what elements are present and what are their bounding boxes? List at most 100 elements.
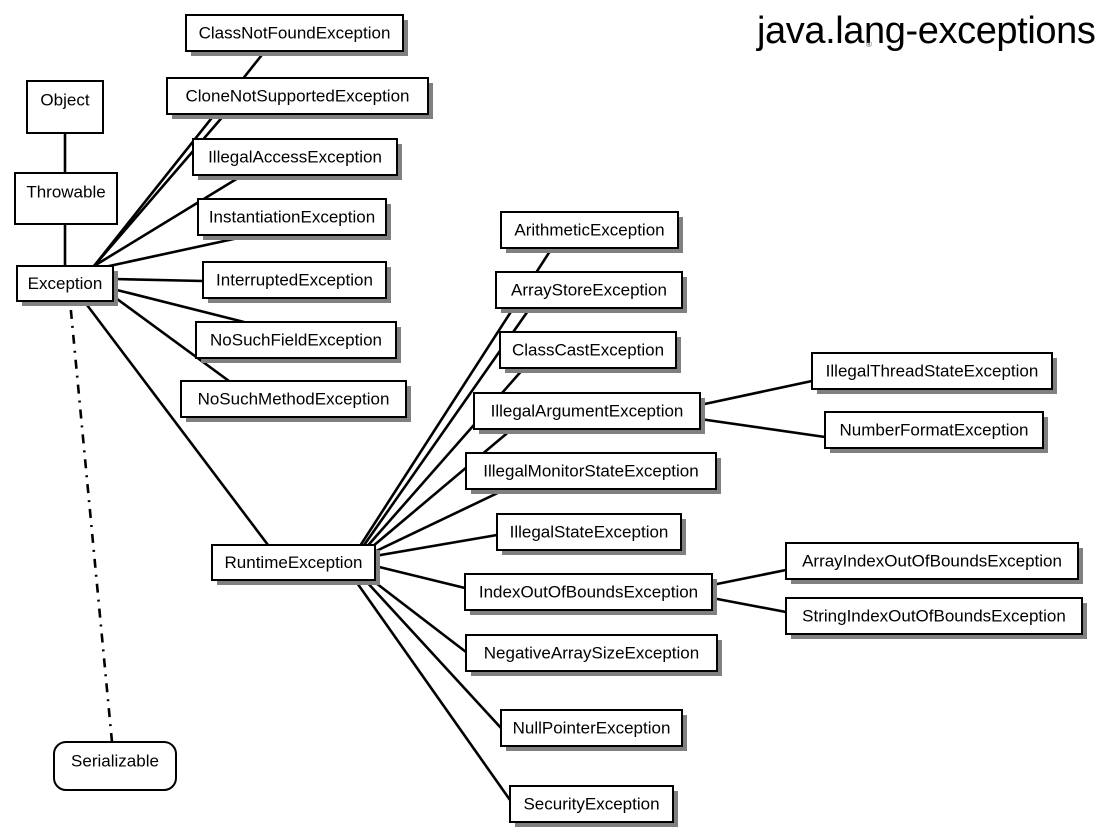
node-box[interactable] xyxy=(496,513,682,551)
class-node-nullpointer[interactable]: NullPointerException xyxy=(500,709,687,751)
node-box[interactable] xyxy=(53,741,177,791)
node-box[interactable] xyxy=(785,542,1079,580)
class-node-stringindexoutofbounds[interactable]: StringIndexOutOfBoundsException xyxy=(785,597,1087,639)
node-label-throwable: Throwable xyxy=(26,182,105,201)
node-label-stringindexoutofbounds: StringIndexOutOfBoundsException xyxy=(802,606,1066,625)
node-label-indexoutofbounds: IndexOutOfBoundsException xyxy=(479,582,698,601)
edge-runtime-to-illegalstate xyxy=(374,533,498,558)
node-box[interactable] xyxy=(824,411,1044,449)
edge-runtime-to-illegalmonitorstate xyxy=(369,487,507,556)
class-node-illegalthreadstate[interactable]: IllegalThreadStateException xyxy=(811,352,1057,394)
node-label-numberformat: NumberFormatException xyxy=(840,420,1029,439)
class-node-illegalargument[interactable]: IllegalArgumentException xyxy=(473,392,705,434)
node-box[interactable] xyxy=(180,380,407,418)
node-box[interactable] xyxy=(197,198,387,236)
node-box[interactable] xyxy=(16,265,114,302)
node-box[interactable] xyxy=(495,271,683,309)
node-box[interactable] xyxy=(500,709,683,747)
edge-exception-to-nosuchfield xyxy=(112,287,245,324)
node-label-nosuchmethod: NoSuchMethodException xyxy=(198,389,390,408)
node-box[interactable] xyxy=(509,785,674,823)
node-box[interactable] xyxy=(500,211,679,249)
node-label-illegalaccess: IllegalAccessException xyxy=(208,147,382,166)
node-label-interrupted: InterruptedException xyxy=(216,270,373,289)
node-box[interactable] xyxy=(195,321,397,359)
class-node-interrupted[interactable]: InterruptedException xyxy=(202,261,391,303)
class-node-classnotfound[interactable]: ClassNotFoundException xyxy=(185,14,408,56)
node-label-clonenotsupported: CloneNotSupportedException xyxy=(186,86,410,105)
node-box[interactable] xyxy=(464,573,713,611)
class-node-exception[interactable]: Exception xyxy=(16,265,118,306)
class-node-illegalmonitorstate[interactable]: IllegalMonitorStateException xyxy=(465,452,721,494)
class-node-security[interactable]: SecurityException xyxy=(509,785,678,827)
node-box[interactable] xyxy=(166,77,429,115)
class-node-classcast[interactable]: ClassCastException xyxy=(499,331,681,373)
node-label-arrayindexoutofbounds: ArrayIndexOutOfBoundsException xyxy=(802,551,1062,570)
node-label-instantiation: InstantiationException xyxy=(209,207,375,226)
node-box[interactable] xyxy=(211,544,376,581)
edge-indexoutofbounds-to-stringindexoutofbounds xyxy=(711,596,787,614)
node-box[interactable] xyxy=(465,452,717,490)
node-label-serializable: Serializable xyxy=(71,751,159,770)
node-box[interactable] xyxy=(465,634,718,672)
class-node-runtime[interactable]: RuntimeException xyxy=(211,544,380,585)
page-title: java.lang-exceptions xyxy=(757,10,1096,52)
node-box[interactable] xyxy=(26,80,104,134)
edge-runtime-to-illegalargument xyxy=(365,428,513,553)
edge-runtime-to-security xyxy=(353,579,512,801)
class-node-arraystore[interactable]: ArrayStoreException xyxy=(495,271,687,313)
node-box[interactable] xyxy=(473,392,701,430)
node-label-arithmetic: ArithmeticException xyxy=(514,220,664,239)
node-box[interactable] xyxy=(499,331,677,369)
class-node-serializable[interactable]: Serializable xyxy=(53,741,177,791)
node-label-exception: Exception xyxy=(28,274,103,293)
edge-exception-to-instantiation xyxy=(99,233,253,270)
class-node-clonenotsupported[interactable]: CloneNotSupportedException xyxy=(166,77,433,119)
registered-trademark-icon: ® xyxy=(866,40,872,49)
class-node-negativearraysize[interactable]: NegativeArraySizeException xyxy=(465,634,722,676)
node-label-illegalthreadstate: IllegalThreadStateException xyxy=(826,361,1039,380)
node-label-runtime: RuntimeException xyxy=(225,553,363,572)
node-box[interactable] xyxy=(811,352,1053,390)
edge-indexoutofbounds-to-arrayindexoutofbounds xyxy=(711,568,787,587)
edge-illegalargument-to-illegalthreadstate xyxy=(699,379,813,407)
node-label-illegalargument: IllegalArgumentException xyxy=(491,401,684,420)
edge-runtime-to-indexoutofbounds xyxy=(374,564,466,590)
edge-runtime-to-negativearraysize xyxy=(371,578,467,654)
node-box[interactable] xyxy=(185,14,404,52)
class-node-numberformat[interactable]: NumberFormatException xyxy=(824,411,1048,453)
node-box[interactable] xyxy=(192,138,398,176)
edge-exception-to-nosuchmethod xyxy=(112,294,230,383)
class-node-throwable[interactable]: Throwable xyxy=(14,172,118,225)
class-node-indexoutofbounds[interactable]: IndexOutOfBoundsException xyxy=(464,573,717,615)
node-label-nosuchfield: NoSuchFieldException xyxy=(210,330,382,349)
node-box[interactable] xyxy=(14,172,118,225)
class-node-illegalstate[interactable]: IllegalStateException xyxy=(496,513,686,555)
node-box[interactable] xyxy=(785,597,1083,635)
edge-exception-to-interrupted xyxy=(112,277,204,283)
edge-exception-to-runtime xyxy=(82,300,270,546)
class-node-nosuchmethod[interactable]: NoSuchMethodException xyxy=(180,380,411,422)
node-label-classcast: ClassCastException xyxy=(512,340,664,359)
class-node-object[interactable]: Object xyxy=(26,80,104,134)
node-label-negativearraysize: NegativeArraySizeException xyxy=(484,643,699,662)
edge-exception-to-serializable xyxy=(68,300,114,743)
node-label-nullpointer: NullPointerException xyxy=(513,718,671,737)
class-node-arithmetic[interactable]: ArithmeticException xyxy=(500,211,683,253)
edge-illegalargument-to-numberformat xyxy=(699,417,826,439)
class-node-nosuchfield[interactable]: NoSuchFieldException xyxy=(195,321,401,363)
class-node-arrayindexoutofbounds[interactable]: ArrayIndexOutOfBoundsException xyxy=(785,542,1083,584)
class-node-instantiation[interactable]: InstantiationException xyxy=(197,198,391,240)
node-label-arraystore: ArrayStoreException xyxy=(511,280,667,299)
edge-exception-to-illegalaccess xyxy=(93,173,244,268)
node-label-security: SecurityException xyxy=(523,794,659,813)
node-label-illegalstate: IllegalStateException xyxy=(510,522,669,541)
node-label-illegalmonitorstate: IllegalMonitorStateException xyxy=(483,461,698,480)
node-label-object: Object xyxy=(40,90,89,109)
edge-runtime-to-nullpointer xyxy=(364,579,502,729)
node-label-classnotfound: ClassNotFoundException xyxy=(199,23,391,42)
node-box[interactable] xyxy=(202,261,387,299)
class-node-illegalaccess[interactable]: IllegalAccessException xyxy=(192,138,402,180)
